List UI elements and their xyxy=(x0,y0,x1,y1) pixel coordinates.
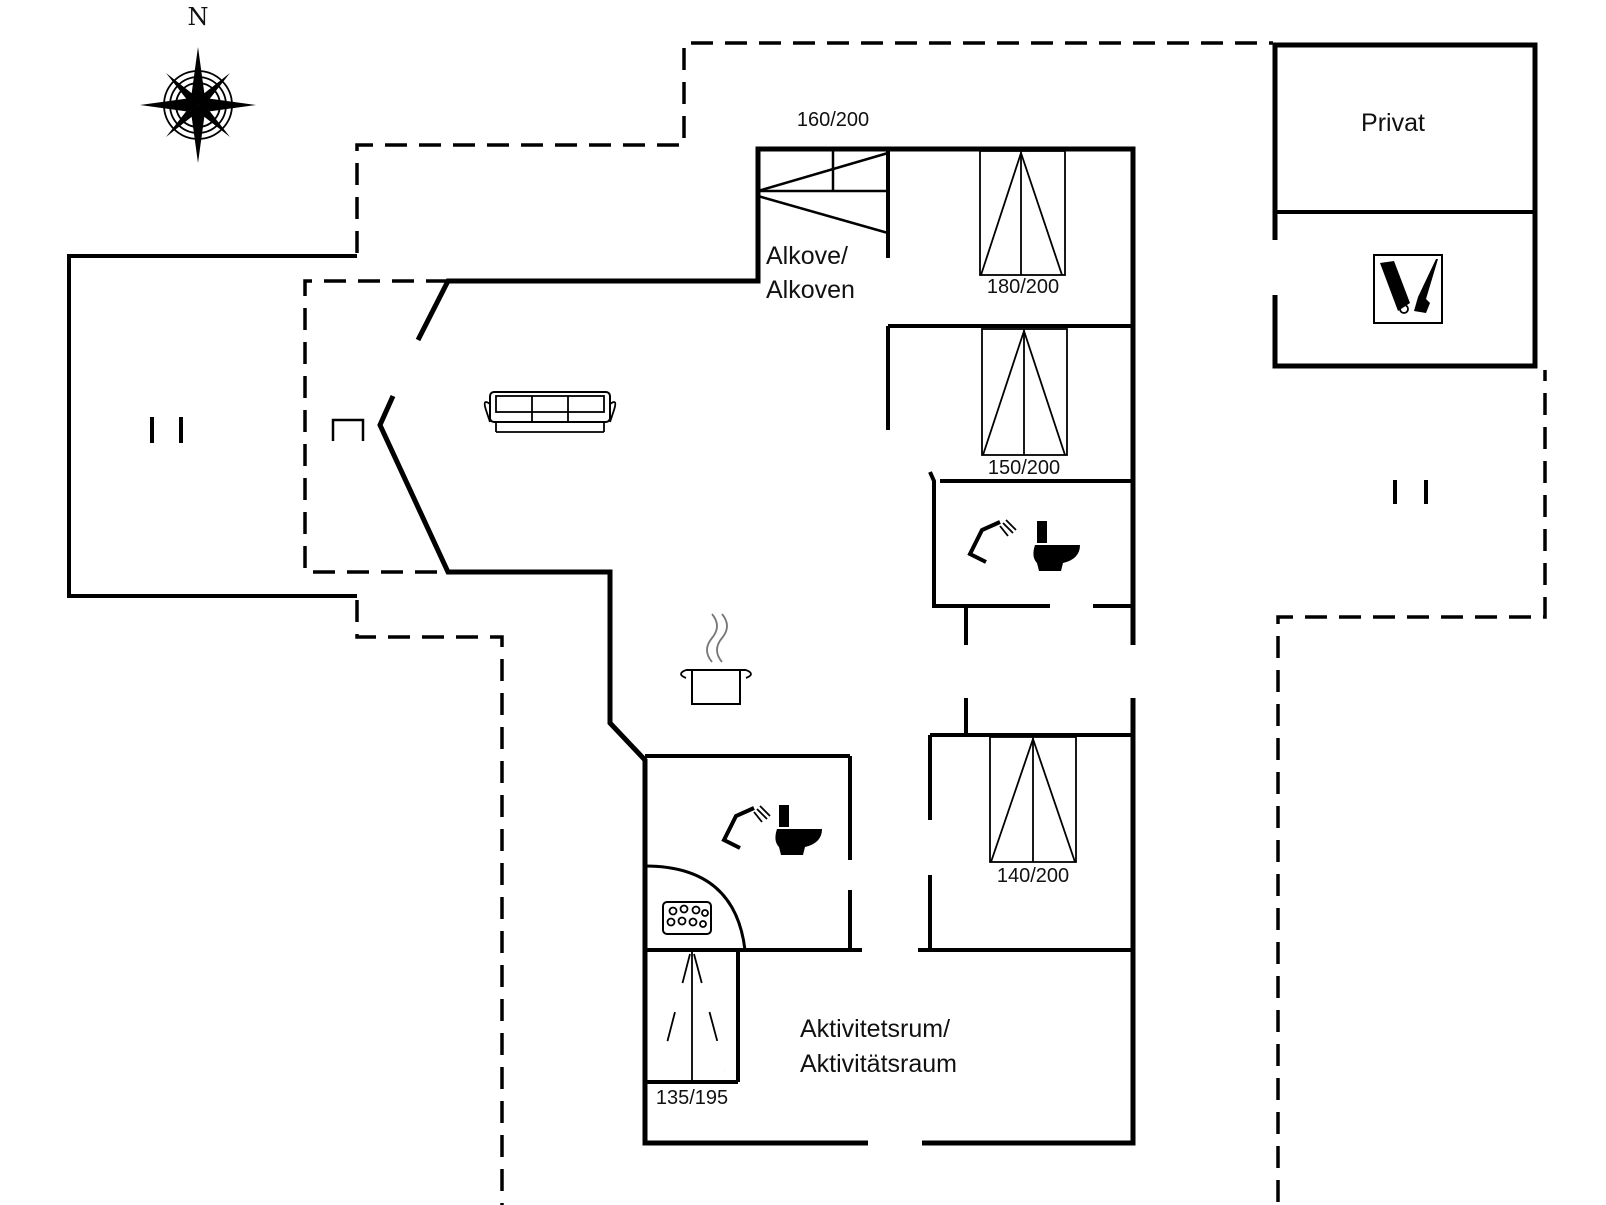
terrace-outline-west xyxy=(303,279,504,1205)
hallway xyxy=(930,698,1133,737)
toilet-icon xyxy=(1033,521,1080,571)
cooking-pot-icon xyxy=(680,613,752,705)
privat-label: Privat xyxy=(1361,109,1425,137)
sauna-heater-icon xyxy=(662,901,712,935)
bedroom-2 xyxy=(886,326,1133,483)
shower-icon xyxy=(967,519,1017,564)
main-house-walls xyxy=(377,146,1136,1146)
bed-size-2: 150/200 xyxy=(988,457,1060,479)
bed-icon xyxy=(979,150,1066,276)
private-annex xyxy=(1272,42,1538,369)
bedroom-3 xyxy=(918,735,1133,952)
bed-icon xyxy=(659,952,726,1080)
west-annex xyxy=(67,254,357,598)
alkove-label-line1: Alkove/ xyxy=(766,242,848,270)
bedroom-1 xyxy=(888,150,1133,328)
alkove-label-line2: Alkoven xyxy=(766,276,855,304)
shower-icon xyxy=(721,805,771,850)
bathroom-2 xyxy=(644,754,862,952)
terrace-outline-north xyxy=(355,41,1273,253)
stair-icon xyxy=(1393,480,1428,504)
bed-size-bunk: 135/195 xyxy=(656,1087,728,1109)
bed-size-1: 180/200 xyxy=(987,276,1059,298)
sofa-icon xyxy=(483,391,617,433)
activity-room xyxy=(645,950,740,1084)
bed-size-3: 140/200 xyxy=(997,865,1069,887)
bathroom-1 xyxy=(928,471,1133,645)
activity-label-line1: Aktivitetsrum/ xyxy=(800,1015,950,1043)
door-icon xyxy=(331,418,365,441)
terrace-outline-south-east xyxy=(1276,370,1547,1205)
alkove-area xyxy=(757,149,890,258)
toilet-icon xyxy=(775,805,822,855)
bed-icon xyxy=(989,736,1077,863)
bed-icon xyxy=(981,328,1068,456)
compass-rose-icon xyxy=(140,47,256,163)
tools-icon xyxy=(1373,254,1443,324)
compass-north-label: N xyxy=(188,3,209,31)
activity-label-line2: Aktivitätsraum xyxy=(800,1050,957,1078)
bed-size-alkove: 160/200 xyxy=(797,109,869,131)
